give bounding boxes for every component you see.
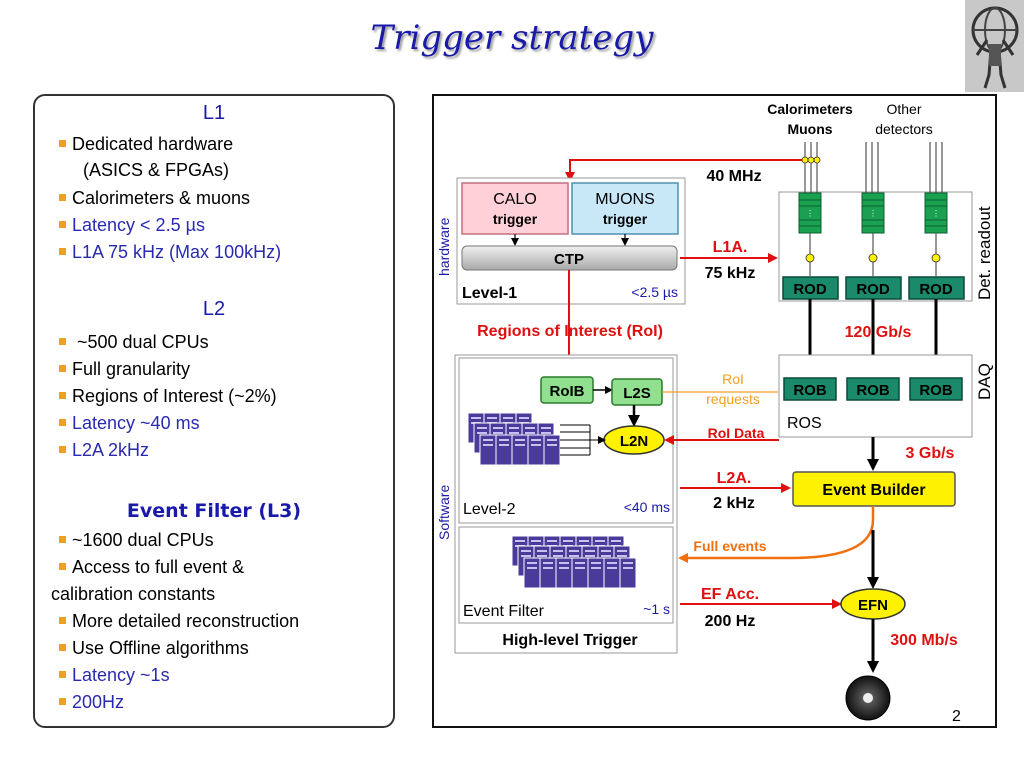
svg-text:⋮: ⋮ <box>869 209 877 218</box>
ef-bullet-2-cont: calibration constants <box>51 584 216 604</box>
level1-latency: <2.5 µs <box>631 284 678 300</box>
calo-trigger-box: CALO trigger <box>461 182 569 235</box>
svg-text:RoIB: RoIB <box>550 383 585 400</box>
svg-text:ROD: ROD <box>793 281 827 298</box>
ef-server-farm <box>511 535 637 589</box>
calorimeters-label: Calorimeters <box>767 101 853 117</box>
muons-trigger-box: MUONS trigger <box>571 182 679 235</box>
level2-latency: <40 ms <box>624 499 670 515</box>
ef-bullet-2: Access to full event & <box>59 557 244 578</box>
det-readout-label: Det. readout <box>975 206 994 300</box>
svg-text:ROD: ROD <box>856 281 890 298</box>
l2-heading: L2 <box>202 298 226 320</box>
software-label: Software <box>436 485 452 540</box>
efn-node: EFN <box>840 588 906 620</box>
tap-points <box>801 156 821 164</box>
ctp-box: CTP <box>461 245 678 271</box>
l1-bullet-1-cont: (ASICS & FPGAs) <box>83 160 230 180</box>
rod-module-1: ROD <box>782 276 839 300</box>
ef-acc-label: EF Acc. <box>701 586 759 603</box>
svg-text:L2S: L2S <box>623 385 651 402</box>
svg-text:⋮: ⋮ <box>806 209 814 218</box>
l1a-rate: 75 kHz <box>705 265 756 282</box>
other-detectors-label-1: Other <box>886 101 921 117</box>
event-filter-label: Event Filter <box>463 603 545 620</box>
l1-bullet-4: L1A 75 kHz (Max 100kHz) <box>59 242 281 263</box>
daq-label: DAQ <box>975 363 994 400</box>
l1-bullet-2: Calorimeters & muons <box>59 188 250 209</box>
atlas-logo <box>965 0 1024 92</box>
l1-bullet-1: Dedicated hardware <box>59 134 233 155</box>
svg-text:ROD: ROD <box>919 281 953 298</box>
roi-data-label: RoI Data <box>708 425 765 441</box>
svg-text:ROB: ROB <box>856 382 890 399</box>
ef-latency: ~1 s <box>643 601 670 617</box>
l2n-node: L2N <box>603 425 665 455</box>
rate-300mbs: 300 Mb/s <box>890 632 958 649</box>
roib-box: RoIB <box>540 376 594 404</box>
l2-bullet-5: L2A 2kHz <box>59 440 149 461</box>
l2s-box: L2S <box>611 378 663 406</box>
svg-text:trigger: trigger <box>603 211 648 227</box>
diagram-panel: Calorimeters Muons Other detectors Det. … <box>432 94 997 728</box>
roi-requests-label-1: RoI <box>722 371 744 387</box>
l1a-label: L1A. <box>713 239 748 256</box>
pipeline-modules: ⋮ ⋮ ⋮ <box>798 192 948 276</box>
ef-bullet-6: 200Hz <box>59 692 124 713</box>
svg-text:ROB: ROB <box>793 382 827 399</box>
svg-text:EFN: EFN <box>858 597 888 614</box>
l2a-rate: 2 kHz <box>713 495 755 512</box>
ef-bullet-1: ~1600 dual CPUs <box>59 530 214 551</box>
svg-text:Event Builder: Event Builder <box>822 482 925 499</box>
rate-40mhz: 40 MHz <box>706 168 761 185</box>
ros-label: ROS <box>787 415 822 432</box>
muons-label: Muons <box>787 121 832 137</box>
detector-lines <box>804 142 943 193</box>
rod-module-2: ROD <box>845 276 902 300</box>
svg-text:ROB: ROB <box>919 382 953 399</box>
event-builder-box: Event Builder <box>792 471 956 507</box>
ef-bullet-3: More detailed reconstruction <box>59 611 299 632</box>
level1-label: Level-1 <box>462 285 517 302</box>
full-events-arrow <box>678 506 875 563</box>
ef-bullet-5: Latency ~1s <box>59 665 170 686</box>
l2-server-links <box>560 424 606 456</box>
summary-panel: L1 Dedicated hardware (ASICS & FPGAs) Ca… <box>33 94 395 728</box>
roi-requests-label-2: requests <box>706 391 760 407</box>
l2-bullet-3: Regions of Interest (~2%) <box>59 386 277 407</box>
l2a-label: L2A. <box>717 470 752 487</box>
svg-text:MUONS: MUONS <box>595 191 655 208</box>
l1-heading: L1 <box>202 102 226 124</box>
page-number: 2 <box>952 708 961 725</box>
hardware-label: hardware <box>436 217 452 276</box>
l2-bullet-1: ~500 dual CPUs <box>59 332 209 353</box>
rate-3gbs: 3 Gb/s <box>906 445 955 462</box>
ef-rate: 200 Hz <box>705 613 756 630</box>
svg-text:trigger: trigger <box>493 211 538 227</box>
page-title: Trigger strategy <box>370 18 654 58</box>
l2-bullet-4: Latency ~40 ms <box>59 413 200 434</box>
svg-text:CTP: CTP <box>554 251 584 268</box>
hlt-label: High-level Trigger <box>502 632 637 649</box>
svg-text:CALO: CALO <box>493 191 537 208</box>
svg-text:L2N: L2N <box>620 433 648 450</box>
ef-heading: Event Filter (L3) <box>126 500 302 522</box>
rob-module-2: ROB <box>846 377 900 401</box>
l1a-points <box>805 253 941 263</box>
full-events-label: Full events <box>693 538 766 554</box>
rob-module-1: ROB <box>783 377 837 401</box>
trigger-signal-line <box>565 159 818 182</box>
l2-bullet-2: Full granularity <box>59 359 190 380</box>
other-detectors-label-2: detectors <box>875 121 933 137</box>
level2-label: Level-2 <box>463 501 516 518</box>
rod-module-3: ROD <box>908 276 965 300</box>
l1-bullet-3: Latency < 2.5 µs <box>59 215 205 236</box>
rate-120gbs: 120 Gb/s <box>845 324 912 341</box>
storage-disk-icon <box>845 675 891 721</box>
svg-text:⋮: ⋮ <box>932 209 940 218</box>
ef-bullet-4: Use Offline algorithms <box>59 638 249 659</box>
rob-module-3: ROB <box>909 377 963 401</box>
